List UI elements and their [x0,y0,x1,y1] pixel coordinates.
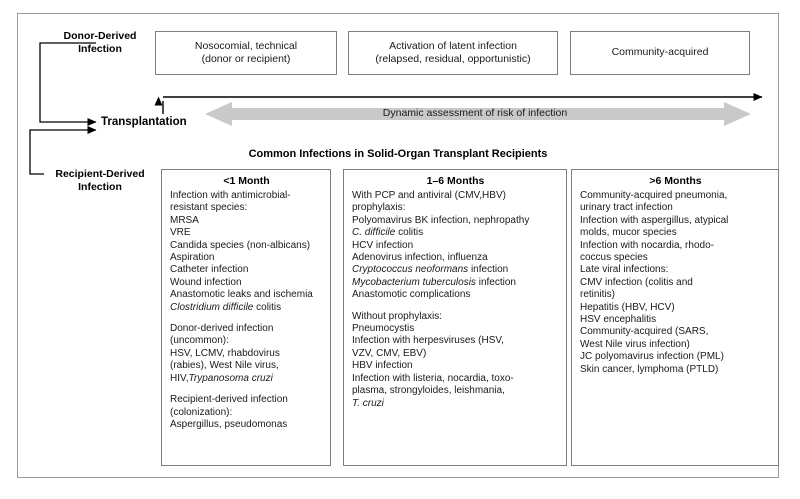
infection-item: Community-acquired (SARS, [580,326,709,338]
top-box-0-line2: (donor or recipient) [201,53,291,65]
top-box-1-line1: Activation of latent infection [389,39,517,52]
infection-item: Anastomotic leaks and ischemia [170,289,313,301]
infection-item: (rabies), West Nile virus, [170,360,279,372]
column-0-header: <1 Month [223,175,270,187]
infection-item: urinary tract infection [580,202,673,214]
label-donor-line2: Infection [78,42,122,55]
label-recipient-line1: Recipient-Derived [55,168,145,180]
label-transplantation: Transplantation [101,116,187,128]
infection-item: CMV infection (colitis and [580,276,693,288]
infection-item: Cryptococcus neoformans infection [352,264,509,276]
column-under-1-month: <1 Month Infection with antimicrobial-re… [161,169,331,466]
top-box-nosocomial: Nosocomial, technical (donor or recipien… [155,31,337,75]
infection-item: prophylaxis: [352,202,406,214]
top-box-2-line1: Community-acquired [611,46,709,59]
label-recipient-line2: Infection [78,180,122,193]
infection-item: HCV infection [352,239,414,251]
infection-item: HSV encephalitis [580,314,657,326]
column-1-header: 1–6 Months [426,175,485,187]
infection-item: Anastomotic complications [352,289,471,301]
infection-item: Donor-derived infection [170,323,274,335]
infection-item: Infection with aspergillus, atypical [580,214,729,226]
infection-item: West Nile virus infection) [580,338,690,350]
infection-item: Mycobacterium tuberculosis infection [352,276,516,288]
top-box-community-acquired: Community-acquired [570,31,750,75]
label-donor-line1: Donor-Derived [63,30,137,42]
infection-item: With PCP and antiviral (CMV,HBV) [352,190,506,201]
column-2-list: Community-acquired pneumonia,urinary tra… [580,190,771,376]
infection-item: Infection with nocardia, rhodo- [580,239,714,251]
infection-item: Recipient-derived infection [170,394,288,406]
label-recipient-derived-infection: Recipient-Derived Infection [46,168,154,193]
dynamic-assessment-label: Dynamic assessment of risk of infection [382,107,568,119]
infection-item: VRE [170,227,191,239]
infection-item: (uncommon): [170,335,229,347]
infection-item [170,385,323,394]
infection-item: (colonization): [170,406,233,418]
infection-item: Polyomavirus BK infection, nephropathy [352,214,530,226]
column-2-header: >6 Months [649,175,702,187]
infection-item: Late viral infections: [580,264,669,276]
infection-item: MRSA [170,214,199,226]
infection-item [170,314,323,323]
column-0-list: Infection with antimicrobial-resistant s… [170,190,323,431]
infection-item: Pneumocystis [352,323,415,335]
infection-item: Without prophylaxis: [352,310,443,322]
infection-item: Community-acquired pneumonia, [580,190,728,201]
infection-item: Catheter infection [170,264,249,276]
column-1-to-6-months: 1–6 Months With PCP and antiviral (CMV,H… [343,169,567,466]
infection-item: Candida species (non-albicans) [170,239,311,251]
infection-item: VZV, CMV, EBV) [352,347,427,359]
label-donor-derived-infection: Donor-Derived Infection [52,30,148,55]
column-over-6-months: >6 Months Community-acquired pneumonia,u… [571,169,779,466]
top-box-1-line2: (relapsed, residual, opportunistic) [375,53,531,65]
infection-item: coccus species [580,252,648,264]
infection-item: HSV, LCMV, rhabdovirus [170,347,280,359]
infection-item: Aspiration [170,252,215,264]
infection-item: HBV infection [352,360,413,372]
infection-item: plasma, strongyloides, leishmania, [352,385,505,397]
infection-item: molds, mucor species [580,227,677,239]
infection-item: HIV,Trypanosoma cruzi [170,372,273,384]
infection-item: Infection with listeria, nocardia, toxo- [352,372,514,384]
infection-item: Clostridium difficile colitis [170,301,282,313]
infection-item: C. difficile colitis [352,227,424,239]
infection-item: Aspergillus, pseudomonas [170,418,288,430]
infection-item: Skin cancer, lymphoma (PTLD) [580,363,719,375]
infection-item: Hepatitis (HBV, HCV) [580,301,675,313]
infection-item: retinitis) [580,289,616,301]
infection-item [352,302,559,311]
top-box-latent-activation: Activation of latent infection (relapsed… [348,31,558,75]
infection-item: Wound infection [170,276,242,288]
infection-item: T. cruzi [352,397,384,409]
column-1-list: With PCP and antiviral (CMV,HBV)prophyla… [352,190,559,410]
infection-item: JC polyomavirus infection (PML) [580,351,724,363]
infection-item: Adenovirus infection, influenza [352,252,488,264]
infection-item: Infection with herpesviruses (HSV, [352,335,504,347]
infection-item: resistant species: [170,202,248,214]
infection-item: Infection with antimicrobial- [170,190,291,201]
table-title: Common Infections in Solid-Organ Transpl… [248,148,548,160]
top-box-0-line1: Nosocomial, technical [194,39,298,52]
